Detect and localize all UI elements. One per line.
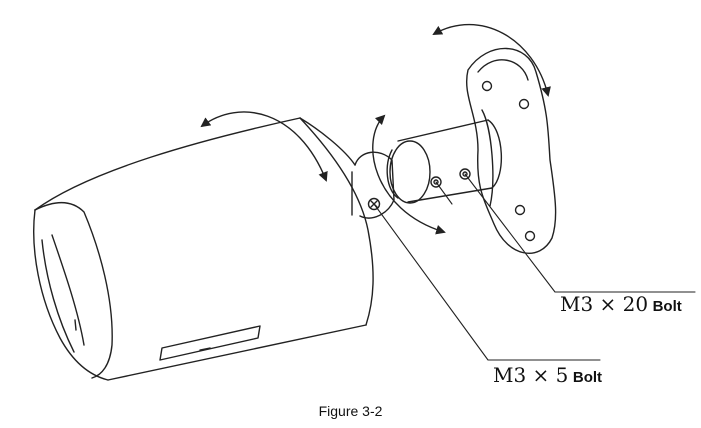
rotation-arrows: [200, 24, 551, 235]
rotate-arrow-icon: [200, 111, 328, 182]
mount-cylinder: [386, 119, 502, 204]
rotate-arrow-icon: [372, 114, 446, 235]
screws: [367, 168, 471, 211]
callout-leaders: [373, 173, 696, 361]
m3x20-dimension: M3 × 20: [560, 292, 649, 316]
m3x5-bolt-word: Bolt: [572, 369, 603, 386]
m3x20-bolt-word: Bolt: [652, 298, 682, 315]
rotate-arrow-icon: [432, 24, 551, 97]
figure-caption: Figure 3-2: [318, 403, 383, 419]
m3x5-bolt-label: M3 × 5 Bolt: [493, 363, 602, 387]
m3x5-dimension: M3 × 5: [493, 363, 569, 387]
m3x20-bolt-label: M3 × 20 Bolt: [560, 292, 682, 316]
camera-body: [33, 117, 374, 381]
